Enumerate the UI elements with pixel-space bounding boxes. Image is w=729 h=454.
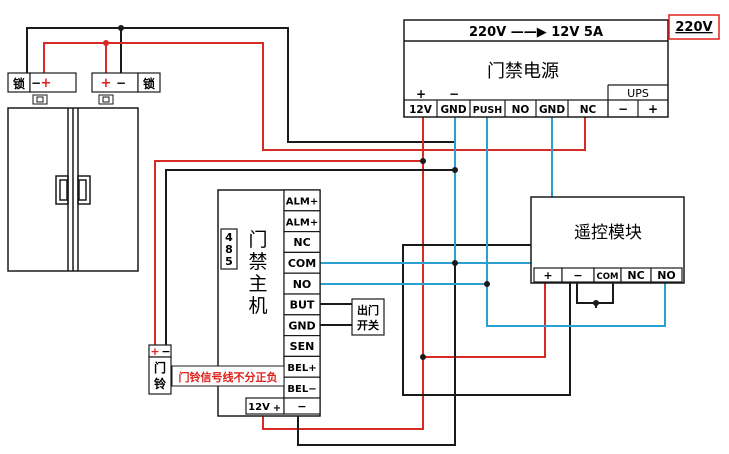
rs485-digit-8: 8: [225, 243, 233, 256]
doorbell-minus: −: [161, 345, 170, 358]
controller-title-char-1: 禁: [248, 251, 267, 273]
exit-button-label-1: 出门: [357, 303, 379, 317]
psu-plus: +: [416, 87, 426, 101]
rs485-digit-5: 5: [225, 255, 233, 268]
controller-12v-plus: +: [273, 403, 281, 414]
controller-terminal-6: GND: [288, 319, 315, 332]
doorbell-label-1: 门: [154, 360, 166, 375]
wire-remote-jumper: [576, 283, 614, 304]
psu-terminal-2: PUSH: [473, 105, 503, 116]
psu-header: 220V ——▶ 12V 5A: [469, 25, 603, 40]
psu-terminal-0: 12V: [409, 104, 433, 116]
wire-lock-negative: [26, 27, 456, 143]
wire-psu-push: [486, 117, 666, 327]
controller-terminal-3: COM: [288, 257, 316, 270]
exit-button: 出门 开关: [351, 298, 385, 336]
controller-12v-label: 12V: [248, 402, 270, 413]
remote-terminal-4: NO: [657, 269, 676, 282]
wire-lock-positive: [43, 42, 586, 151]
remote-terminal-3: NC: [627, 269, 644, 282]
psu-terminal-4: GND: [539, 104, 565, 116]
psu-terminal-5: NC: [580, 104, 597, 116]
controller-terminal-2: NC: [293, 236, 310, 249]
doorbell-note: 门铃信号线不分正负: [179, 370, 278, 384]
psu-title: 门禁电源: [487, 61, 559, 82]
controller-terminal-1: ALM+: [286, 217, 318, 228]
input-voltage-tag: 220V: [668, 14, 720, 40]
psu-minus: −: [449, 87, 459, 101]
controller-terminal-5: BUT: [290, 299, 315, 312]
psu-terminal-1: GND: [440, 104, 466, 116]
rs485-digit-4: 4: [225, 231, 233, 244]
controller-title-char-0: 门: [248, 229, 267, 251]
remote-module-title: 遥控模块: [574, 223, 642, 243]
lock-left-plus: +: [41, 76, 52, 91]
controller-title-char-3: 机: [248, 295, 267, 317]
exit-button-label-2: 开关: [357, 318, 379, 332]
remote-terminal-1: −: [573, 269, 582, 282]
doorbell-plus: +: [150, 345, 159, 358]
input-voltage-label: 220V: [675, 20, 712, 35]
lock-right-plus: +: [101, 76, 112, 91]
remote-terminal-0: +: [543, 269, 552, 282]
double-door: [7, 107, 139, 272]
lock-left-label: 锁: [13, 76, 25, 91]
controller-12v-minus: −: [297, 400, 306, 413]
controller-terminal-7: SEN: [290, 340, 315, 353]
wire-psu-12v: [154, 117, 424, 345]
electric-lock-right: + − 锁: [91, 72, 161, 105]
lock-left-minus: −: [31, 76, 41, 90]
wire-psu-gnd-down: [297, 170, 456, 446]
wire-psu-12v-down: [422, 161, 546, 358]
controller-terminal-0: ALM+: [286, 197, 318, 208]
ups-label: UPS: [627, 87, 649, 100]
doorbell-label-2: 铃: [154, 376, 167, 391]
lock-right-minus: −: [116, 76, 126, 90]
power-supply: 220V ——▶ 12V 5A 门禁电源 + − 12V GND PUSH NO GND…: [403, 19, 669, 118]
controller-title-char-2: 主: [248, 273, 267, 295]
lock-right-label: 锁: [143, 76, 155, 91]
electric-lock-left: 锁 − +: [7, 72, 77, 105]
remote-module: 遥控模块 + − COM NC NO: [530, 196, 685, 284]
controller-terminal-9: BEL−: [287, 384, 316, 395]
ups-minus: −: [618, 102, 628, 116]
controller-terminal-4: NO: [293, 278, 312, 291]
wire-psu-gnd-com: [320, 117, 553, 264]
wire-controller-12v: [262, 357, 424, 430]
controller-terminal-8: BEL+: [287, 363, 316, 374]
remote-terminal-2: COM: [597, 272, 619, 282]
doorbell: + − 门 铃 门铃信号线不分正负: [148, 344, 285, 395]
junction-dots: [103, 25, 599, 360]
psu-terminal-3: NO: [512, 104, 530, 116]
ups-plus: +: [648, 102, 658, 116]
